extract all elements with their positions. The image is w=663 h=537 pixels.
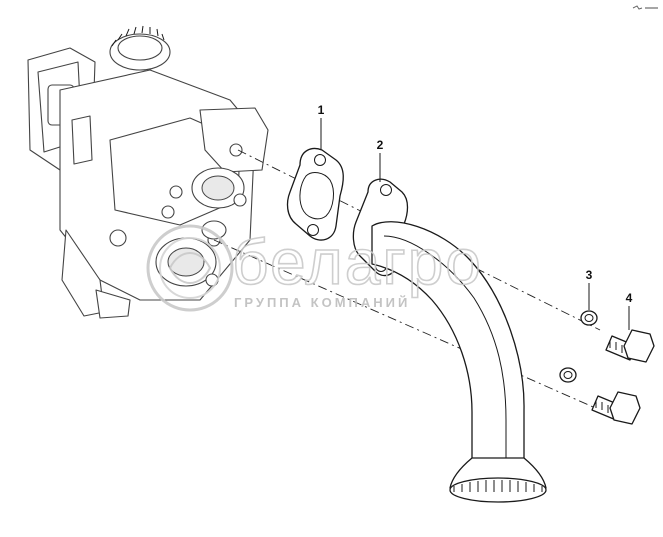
watermark: белагро ГРУППА КОМПАНИЙ: [146, 224, 483, 312]
oil-pump-assembly: [27, 25, 269, 319]
callout-4: 4: [626, 291, 633, 305]
washer-part-3-lower: [559, 367, 577, 383]
bolt-part-4-upper: [605, 329, 655, 363]
pump-outlet-port: [191, 143, 247, 209]
callout-1: 1: [318, 103, 325, 117]
assembly-centre-lines: [213, 149, 601, 411]
callout-3: 3: [586, 268, 593, 282]
bolt-part-4-lower: [591, 391, 641, 425]
leader-lines: [320, 118, 630, 330]
pump-inlet-port: [155, 220, 227, 287]
oil-pipe-part-2: [352, 178, 547, 503]
callout-2: 2: [377, 138, 384, 152]
watermark-brand: белагро: [232, 226, 483, 298]
washer-part-3-upper: [580, 310, 598, 326]
pipe-strainer: [449, 457, 547, 503]
watermark-subtitle: ГРУППА КОМПАНИЙ: [234, 295, 410, 310]
drive-gear: [109, 25, 171, 71]
gasket-part-1: [286, 147, 344, 241]
callout-labels: 1 2 3 4: [318, 103, 633, 305]
corner-mark: [632, 5, 658, 10]
watermark-logo: [146, 224, 234, 312]
